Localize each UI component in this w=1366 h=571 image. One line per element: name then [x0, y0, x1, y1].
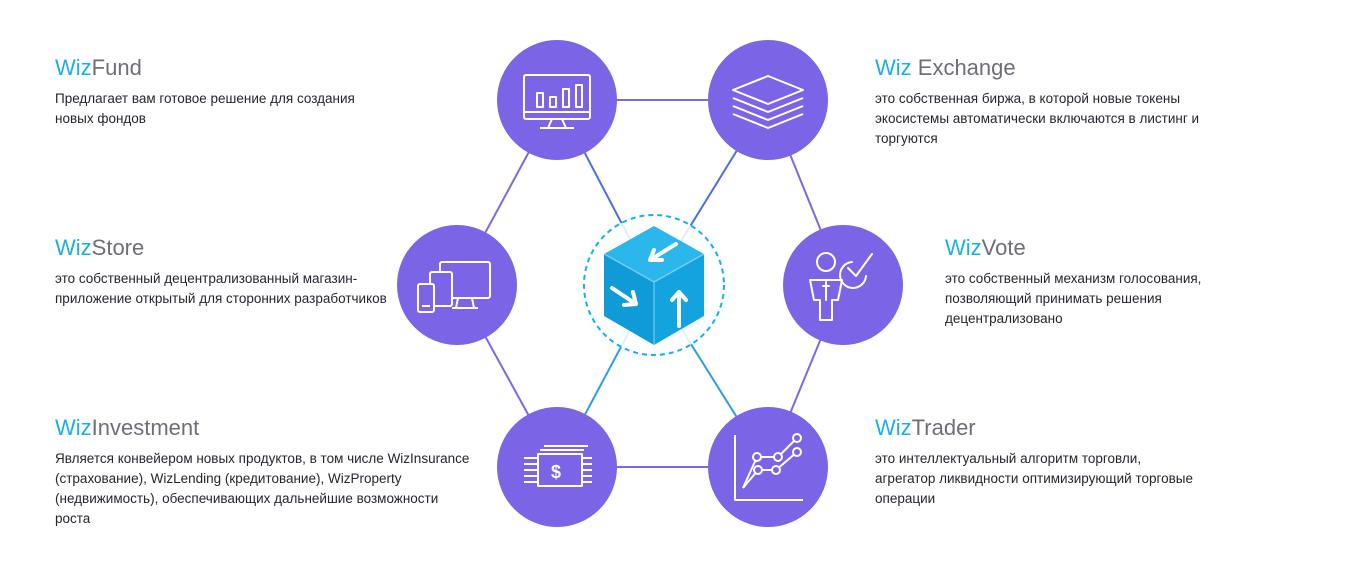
title-rest: Investment — [91, 415, 200, 440]
wiz-investment-description: Является конвейером новых продуктов, в т… — [55, 451, 470, 526]
wiz-trader-block: WizTrader это интеллектуальный алгоритм … — [875, 415, 1205, 509]
title-rest: Vote — [981, 235, 1026, 260]
wiz-exchange-title[interactable]: Wiz Exchange — [875, 55, 1235, 81]
title-rest: Store — [91, 235, 145, 260]
node-circle — [708, 40, 828, 160]
title-accent: Wiz — [55, 415, 92, 440]
cube-top-arrow-icon — [648, 242, 678, 262]
node-wiz-fund[interactable] — [497, 40, 617, 160]
wiz-store-description: это собственный децентрализованный магаз… — [55, 271, 387, 306]
title-accent: Wiz — [875, 415, 912, 440]
wiz-fund-block: WizFund Предлагает вам готовое решение д… — [55, 55, 395, 129]
node-wiz-investment[interactable]: $ — [497, 407, 617, 527]
cube-edges — [603, 253, 705, 345]
wiz-exchange-description: это собственная биржа, в которой новые т… — [875, 91, 1200, 146]
node-circle — [783, 225, 903, 345]
title-accent: Wiz — [875, 55, 912, 80]
node-wiz-trader[interactable] — [708, 407, 828, 527]
layers-stack-icon — [732, 75, 804, 129]
wiz-store-title[interactable]: WizStore — [55, 235, 400, 261]
wiz-fund-title[interactable]: WizFund — [55, 55, 395, 81]
node-circle — [397, 225, 517, 345]
wiz-store-block: WizStore это собственный децентрализован… — [55, 235, 400, 309]
wiz-fund-description: Предлагает вам готовое решение для созда… — [55, 91, 355, 126]
line-chart-icon — [734, 433, 803, 501]
title-rest: Trader — [911, 415, 976, 440]
node-circle — [708, 407, 828, 527]
svg-text:$: $ — [551, 462, 561, 482]
node-wiz-exchange[interactable] — [708, 40, 828, 160]
wiz-investment-title[interactable]: WizInvestment — [55, 415, 475, 441]
title-rest: Fund — [91, 55, 142, 80]
money-stack-icon: $ — [524, 445, 592, 487]
title-rest: Exchange — [911, 55, 1016, 80]
wiz-vote-title[interactable]: WizVote — [945, 235, 1275, 261]
title-accent: Wiz — [55, 55, 92, 80]
node-wiz-store[interactable] — [397, 225, 517, 345]
wiz-exchange-block: Wiz Exchange это собственная биржа, в ко… — [875, 55, 1235, 149]
cube-right-arrow-icon — [670, 290, 688, 328]
cube-arrows-icon — [603, 226, 705, 345]
wiz-trader-title[interactable]: WizTrader — [875, 415, 1205, 441]
wiz-investment-block: WizInvestment Является конвейером новых … — [55, 415, 475, 529]
person-checkmark-icon — [809, 252, 873, 321]
wiz-vote-block: WizVote это собственный механизм голосов… — [945, 235, 1275, 329]
devices-icon — [417, 261, 491, 313]
title-accent: Wiz — [55, 235, 92, 260]
node-wiz-vote[interactable] — [783, 225, 903, 345]
monitor-bar-chart-icon — [523, 74, 591, 129]
cube-left-arrow-icon — [610, 286, 638, 307]
wiz-trader-description: это интеллектуальный алгоритм торговли, … — [875, 451, 1194, 506]
title-accent: Wiz — [945, 235, 982, 260]
wiz-vote-description: это собственный механизм голосования, по… — [945, 271, 1202, 326]
